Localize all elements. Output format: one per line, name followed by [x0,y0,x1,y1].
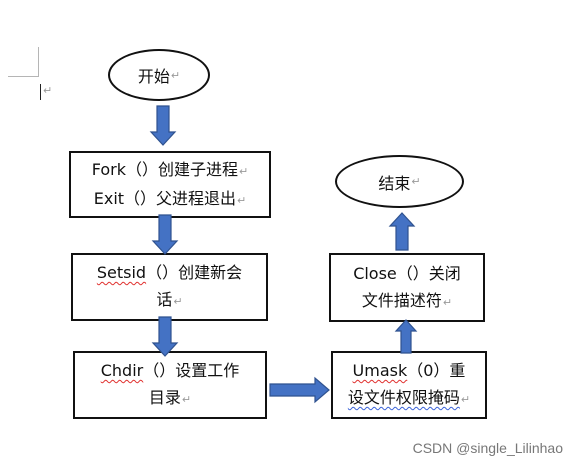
paragraph-mark: ↵ [460,393,471,406]
umask-line: Umask（0）重 [353,357,466,384]
umask-line2: 设文件权限掩码↵ [348,384,470,413]
stray-paragraph-mark: ↵ [43,84,53,97]
start-label: 开始 [137,67,170,86]
exit-word: Exit [93,188,125,208]
chdir-box[interactable]: Chdir（）设置工作 目录↵ [73,351,267,419]
chdir-rest: （）设置工作 [143,361,240,380]
margin-corner-vertical [38,47,39,77]
paragraph-mark: ↵ [411,175,421,188]
paragraph-mark: ↵ [442,295,453,309]
fork-line: Fork（）创建子进程↵ [92,156,249,185]
paragraph-mark: ↵ [239,164,249,178]
chdir-line: Chdir（）设置工作 [101,357,240,384]
close-line: Close（）关闭 [353,260,461,287]
arrow-chdir-to-umask [269,376,330,404]
arrow-umask-to-close [394,319,418,354]
umask-word: Umask [352,361,408,380]
close-rest: （）关闭 [396,263,461,283]
close-cont: 文件描述符 [361,290,442,310]
margin-corner-horizontal [8,76,39,77]
close-word: Close [353,263,397,283]
chdir-line2: 目录↵ [149,384,191,413]
setsid-word: Setsid [96,263,147,282]
chdir-word: Chdir [100,361,144,380]
setsid-rest: （）创建新会 [146,263,243,282]
end-label: 结束 [378,173,411,193]
end-node[interactable]: 结束↵ [335,155,464,208]
chdir-cont: 目录 [148,388,181,407]
umask-cont: 设文件权限掩码 [347,388,460,407]
setsid-box[interactable]: Setsid（）创建新会 话↵ [71,253,268,321]
arrow-close-to-end [388,212,416,251]
close-line2: 文件描述符↵ [362,287,452,316]
umask-box[interactable]: Umask（0）重 设文件权限掩码↵ [331,351,487,419]
setsid-line2: 话↵ [156,286,182,315]
text-cursor [40,84,41,100]
exit-rest: （）父进程退出 [124,188,237,208]
exit-line: Exit（）父进程退出↵ [94,185,247,214]
start-node[interactable]: 开始↵ [108,49,210,101]
setsid-line: Setsid（）创建新会 [97,259,242,286]
paragraph-mark: ↵ [170,68,181,82]
umask-rest: （0）重 [407,361,466,380]
fork-word: Fork [91,159,127,179]
setsid-cont: 话 [156,290,173,309]
paragraph-mark: ↵ [173,295,183,308]
paragraph-mark: ↵ [181,393,192,406]
close-box[interactable]: Close（）关闭 文件描述符↵ [329,253,485,322]
fork-exit-box[interactable]: Fork（）创建子进程↵ Exit（）父进程退出↵ [69,151,271,218]
csdn-watermark: CSDN @single_Lilinhao [412,440,563,456]
fork-rest: （）创建子进程 [126,159,239,179]
arrow-setsid-to-chdir [151,316,179,357]
arrow-start-to-fork [149,105,177,146]
paragraph-mark: ↵ [237,193,247,207]
arrow-fork-to-setsid [151,214,179,255]
